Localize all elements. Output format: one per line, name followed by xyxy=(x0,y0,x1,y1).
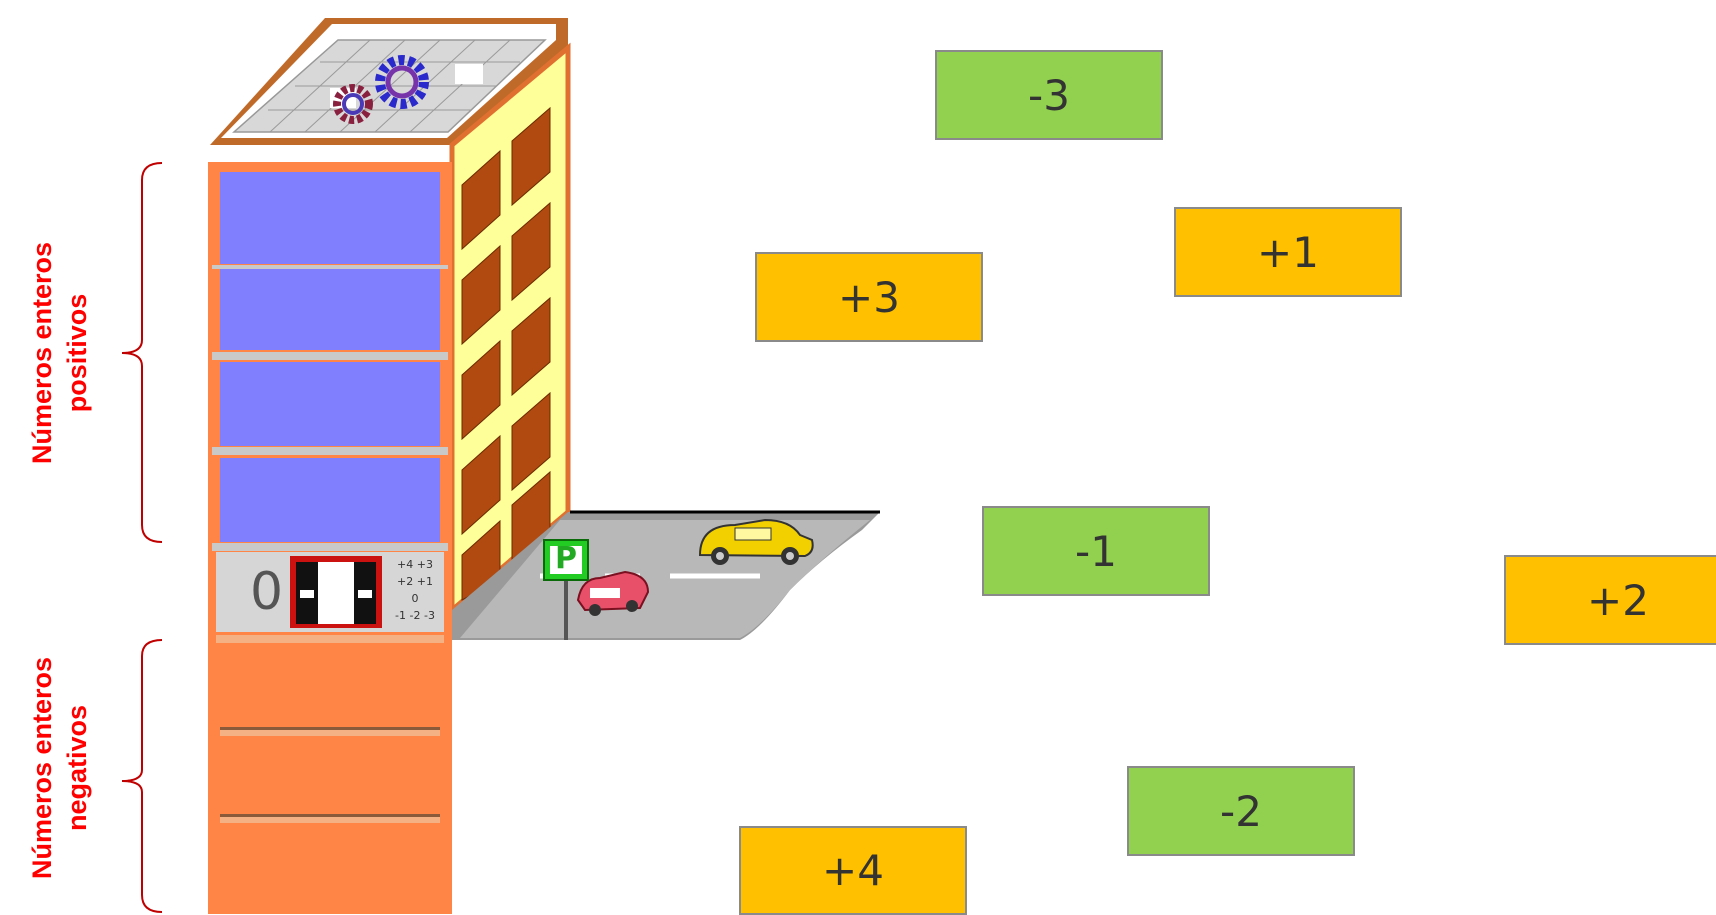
floor-1 xyxy=(220,458,440,542)
floor-zero-label: 0 xyxy=(250,562,283,622)
floor-3 xyxy=(220,268,440,350)
elevator-panel: +4 +3 +2 +1 0 -1 -2 -3 xyxy=(386,556,444,624)
tile-plus-1[interactable]: +1 xyxy=(1174,207,1402,297)
panel-row: -1 -2 -3 xyxy=(386,607,444,624)
panel-row: +2 +1 xyxy=(386,573,444,590)
floor-2 xyxy=(220,362,440,446)
label-negative-integers: Números enteros negativos xyxy=(25,657,95,879)
label-positive-line2: positivos xyxy=(60,242,95,464)
label-positive-line1: Números enteros xyxy=(25,242,60,464)
tile-plus-4[interactable]: +4 xyxy=(739,826,967,915)
label-negative-line2: negativos xyxy=(60,657,95,879)
label-negative-line1: Números enteros xyxy=(25,657,60,879)
label-positive-integers: Números enteros positivos xyxy=(25,242,95,464)
tile-minus-2[interactable]: -2 xyxy=(1127,766,1355,856)
tile-plus-2[interactable]: +2 xyxy=(1504,555,1716,645)
bracket-negative xyxy=(122,640,162,912)
building-side-wall xyxy=(452,48,568,610)
elevator-icon xyxy=(290,556,382,628)
tile-minus-1[interactable]: -1 xyxy=(982,506,1210,596)
bracket-positive xyxy=(122,163,162,542)
panel-row: +4 +3 xyxy=(386,556,444,573)
tile-plus-3[interactable]: +3 xyxy=(755,252,983,342)
tile-minus-3[interactable]: -3 xyxy=(935,50,1163,140)
floor-4 xyxy=(220,172,440,264)
parking-sign-letter: P xyxy=(554,541,578,576)
building-front xyxy=(208,162,452,914)
panel-row: 0 xyxy=(386,590,444,607)
